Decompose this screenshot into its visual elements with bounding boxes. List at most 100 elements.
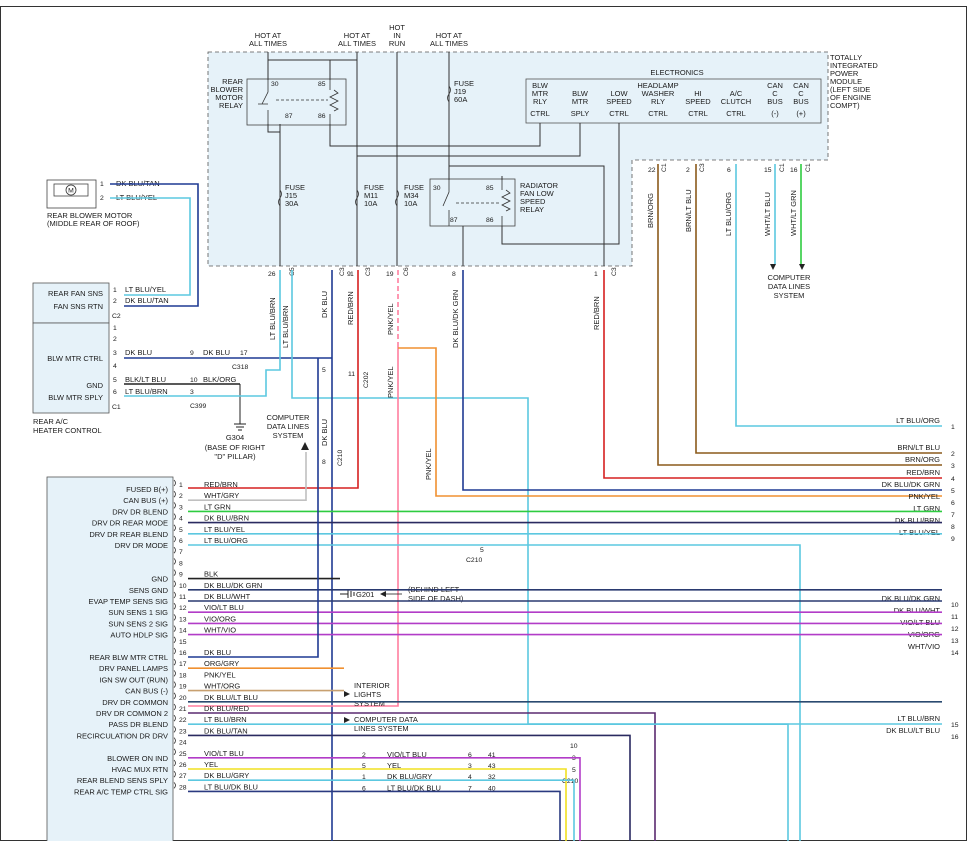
svg-text:REAR FAN SNS: REAR FAN SNS [48,289,103,298]
svg-text:1: 1 [594,271,598,278]
svg-text:C202: C202 [363,372,370,388]
upper-wires [110,164,942,841]
svg-text:(+): (+) [796,109,806,118]
svg-text:DK BLU: DK BLU [320,419,329,446]
right-wire-number: 7 [951,512,955,519]
wire-color-label: LT BLU/YEL [204,525,245,534]
svg-text:LT BLU/BRN: LT BLU/BRN [281,305,290,348]
lower-connector-b: 7 [468,785,472,792]
svg-text:85: 85 [486,185,494,192]
svg-text:SPLY: SPLY [571,109,590,118]
svg-text:C2: C2 [112,313,121,320]
svg-text:INTERIOR: INTERIOR [354,681,390,690]
wire-blower-on-ind [188,757,581,841]
wire-color-label: DK BLU/TAN [204,726,248,735]
svg-text:3: 3 [190,389,194,396]
right-wire-label: DK BLU/LT BLU [886,726,940,735]
wire-color-label: LT BLU/ORG [204,536,248,545]
svg-text:CTRL: CTRL [609,109,629,118]
svg-text:3: 3 [113,350,117,357]
pin-number: 3 [179,504,183,511]
svg-text:BLW MTR CTRL: BLW MTR CTRL [47,354,103,363]
svg-text:INTEGRATED: INTEGRATED [830,61,878,70]
module-pin-row: 7 [173,546,183,556]
lower-connector-c: 43 [488,763,496,770]
svg-text:SIDE OF DASH): SIDE OF DASH) [408,594,464,603]
lower-connector-a: 5 [362,763,366,770]
svg-text:RED/BRN: RED/BRN [592,296,601,330]
fuse-symbols [278,85,451,207]
wire-color-label: LT BLU/BRN [204,715,247,724]
svg-text:G201: G201 [356,590,374,599]
wire-color-label: DK BLU/DK GRN [204,581,262,590]
svg-text:10A: 10A [364,199,377,208]
svg-text:BLW MTR SPLY: BLW MTR SPLY [48,393,103,402]
svg-text:BRN/LT BLU: BRN/LT BLU [684,189,693,232]
wire-color-label: VIO/LT BLU [204,603,244,612]
pin-number: 24 [179,740,187,747]
wire-color-label: VIO/ORG [204,614,236,623]
svg-text:SYSTEM: SYSTEM [273,431,304,440]
svg-text:1: 1 [350,271,354,278]
lower-connector-a: 2 [362,752,366,759]
svg-text:85: 85 [318,81,326,88]
pin-number: 16 [179,650,187,657]
svg-text:SYSTEM: SYSTEM [354,699,385,708]
pin-function-label: DRV DR COMMON 2 [96,709,168,718]
svg-text:(LEFT SIDE: (LEFT SIDE [830,85,870,94]
svg-text:(BASE OF RIGHT: (BASE OF RIGHT [205,443,266,452]
wire-recirculation [188,734,631,841]
right-wire-number: 9 [951,536,955,543]
svg-text:LT BLU/BRN: LT BLU/BRN [268,297,277,340]
svg-text:BLK/LT BLU: BLK/LT BLU [125,375,166,384]
svg-text:REAR BLOWER MOTOR: REAR BLOWER MOTOR [47,211,133,220]
svg-text:"D" PILLAR): "D" PILLAR) [214,452,256,461]
svg-text:87: 87 [285,113,293,120]
pin-number: 4 [179,516,183,523]
right-wire-number: 15 [951,722,959,729]
svg-text:REAR A/C: REAR A/C [33,417,69,426]
svg-text:LT BLU/YEL: LT BLU/YEL [125,285,166,294]
svg-text:MOTOR: MOTOR [215,93,243,102]
svg-text:CTRL: CTRL [688,109,708,118]
computer-data-lines-system-right: COMPUTER DATA LINES SYSTEM [768,264,811,300]
lower-connector-c: 40 [488,785,496,792]
svg-text:11: 11 [348,371,355,378]
pin-function-label: DRV DR COMMON [102,698,168,707]
svg-text:C: C [798,89,804,98]
svg-text:C210: C210 [466,557,482,564]
svg-text:LT BLU/ORG: LT BLU/ORG [724,192,733,236]
svg-text:GND: GND [86,381,103,390]
pin-function-label: EVAP TEMP SENS SIG [89,597,169,606]
svg-text:10: 10 [570,743,578,750]
right-wire-label: DK BLU/WHT [894,606,941,615]
svg-text:HOT AT: HOT AT [344,31,371,40]
svg-text:CTRL: CTRL [530,109,550,118]
svg-text:FUSE: FUSE [285,183,305,192]
svg-text:J15: J15 [285,191,297,200]
svg-text:BUS: BUS [793,97,808,106]
svg-text:2: 2 [686,167,690,174]
pin-function-label: HVAC MUX RTN [112,765,168,774]
svg-text:6: 6 [727,167,731,174]
pin-number: 19 [179,684,187,691]
lower-connector-wire: VIO/LT BLU [387,750,427,759]
svg-text:J19: J19 [454,87,466,96]
right-wire-number: 4 [951,476,955,483]
svg-text:SPEED: SPEED [685,97,711,106]
right-wire-label: VIO/LT BLU [900,618,940,627]
right-wire-label: DK BLU/DK GRN [882,480,940,489]
svg-text:SPEED: SPEED [606,97,632,106]
